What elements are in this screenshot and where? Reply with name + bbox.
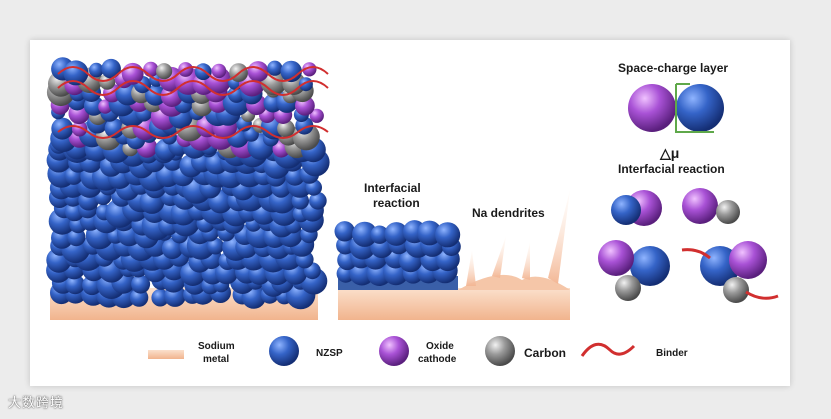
- oxide-cathode-particle: [212, 64, 226, 78]
- legend-label-carbon: Carbon: [524, 346, 566, 360]
- dendrite-spike: [522, 242, 530, 280]
- na-dendrites-label: Na dendrites: [472, 206, 545, 220]
- figure-panel: Interfacial reaction Na dendrites Space-…: [30, 40, 790, 386]
- nzsp-particle: [676, 84, 724, 132]
- oxide-cathode-particle: [628, 84, 676, 132]
- composite-cathode-block: [46, 57, 330, 320]
- dendrite-spike: [492, 236, 506, 278]
- legend-label-binder: Binder: [656, 348, 688, 359]
- carbon-particle: [615, 275, 641, 301]
- legend-label-sodium-line1: Sodium: [198, 341, 235, 352]
- nzsp-particle: [611, 195, 641, 225]
- oxide-cathode-particle: [598, 240, 634, 276]
- nzsp-particle: [101, 59, 121, 79]
- interface-section: Interfacial reaction Na dendrites: [335, 181, 571, 320]
- sodium-metal-base-middle: [338, 288, 570, 320]
- legend-label-sodium-line2: metal: [203, 354, 229, 365]
- right-section: Space-charge layer △μ Interfacial reacti…: [598, 61, 778, 303]
- space-charge-layer-label: Space-charge layer: [618, 61, 728, 75]
- watermark: 大数跨境: [8, 392, 64, 411]
- reaction-particles: [598, 188, 767, 303]
- binder-strand: [746, 292, 778, 298]
- legend-label-nzsp: NZSP: [316, 348, 343, 359]
- delta-mu-label: △μ: [659, 145, 679, 161]
- legend-swatch-carbon: [485, 336, 515, 366]
- oxide-cathode-particle: [143, 62, 158, 77]
- legend: Sodium metal NZSP Oxide cathode Carbon B…: [148, 336, 688, 366]
- carbon-particle: [716, 200, 740, 224]
- oxide-cathode-particle: [729, 241, 767, 279]
- dendrite-spike: [548, 190, 570, 284]
- oxide-cathode-particle: [682, 188, 718, 224]
- legend-label-oxide-line1: Oxide: [426, 341, 454, 352]
- interface-particles: [335, 220, 461, 286]
- nzsp-particle: [335, 221, 355, 241]
- legend-swatch-nzsp: [269, 336, 299, 366]
- interfacial-reaction-label-line1: Interfacial: [364, 181, 421, 195]
- legend-swatch-binder: [582, 344, 634, 356]
- interfacial-reaction-right-label: Interfacial reaction: [618, 162, 725, 176]
- legend-label-oxide-line2: cathode: [418, 354, 457, 365]
- legend-swatch-oxide: [379, 336, 409, 366]
- carbon-particle: [156, 63, 172, 79]
- nzsp-particle: [267, 61, 282, 76]
- nzsp-particle: [299, 77, 313, 91]
- nzsp-particle: [435, 222, 460, 247]
- carbon-particle: [723, 277, 749, 303]
- interfacial-reaction-label-line2: reaction: [373, 196, 420, 210]
- schematic: Interfacial reaction Na dendrites Space-…: [30, 40, 790, 386]
- dendrite-spike: [466, 250, 476, 286]
- legend-swatch-sodium: [148, 350, 184, 359]
- nzsp-particle: [195, 63, 212, 80]
